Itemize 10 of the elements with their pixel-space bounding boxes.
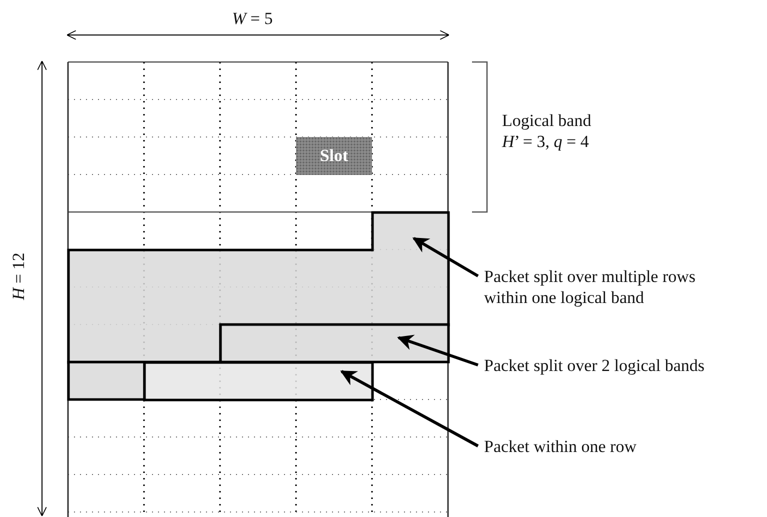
dimension-label: W = 5 — [232, 8, 273, 29]
slot-cell: Slot — [296, 137, 372, 174]
arrow — [340, 370, 479, 448]
callout-text: Packet split over multiple rows within one logical band — [484, 266, 724, 308]
band-parameters: H’ = 3, q = 4 — [502, 131, 589, 152]
band-label: Logical band — [502, 110, 592, 131]
callout-text: Packet within one row — [484, 436, 754, 457]
arrow — [412, 236, 479, 278]
callout-text: Packet split over 2 logical bands — [484, 355, 764, 376]
arrow — [397, 334, 478, 366]
